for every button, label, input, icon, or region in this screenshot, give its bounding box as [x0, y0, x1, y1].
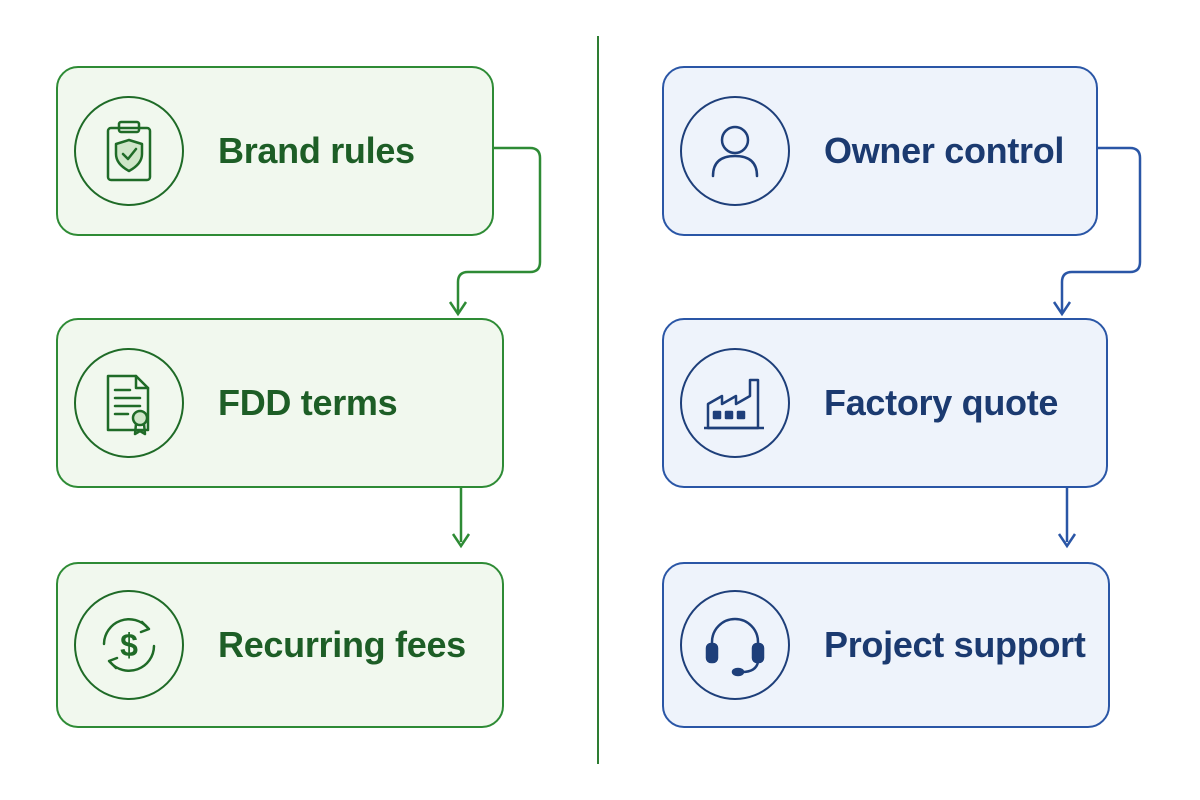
svg-text:$: $	[120, 627, 138, 663]
card-recurring-fees: $ Recurring fees	[56, 562, 504, 728]
card-label: Owner control	[824, 130, 1065, 171]
card-label: Project support	[824, 624, 1086, 665]
clipboard-shield-icon	[74, 96, 184, 206]
card-owner-control: Owner control	[662, 66, 1098, 236]
card-brand-rules: Brand rules	[56, 66, 494, 236]
card-factory-quote: Factory quote	[662, 318, 1108, 488]
left-connector-1	[456, 146, 542, 312]
dollar-cycle-icon: $	[74, 590, 184, 700]
right-connector-1	[1060, 146, 1142, 312]
card-label: FDD terms	[218, 382, 398, 423]
card-label: Brand rules	[218, 130, 415, 171]
card-project-support: Project support	[662, 562, 1110, 728]
right-arrowhead-1	[1052, 301, 1072, 317]
card-label: Factory quote	[824, 382, 1059, 423]
card-label: Recurring fees	[218, 624, 466, 665]
headset-icon	[680, 590, 790, 700]
factory-icon	[680, 348, 790, 458]
document-certificate-icon	[74, 348, 184, 458]
right-arrowhead-2	[1057, 533, 1077, 549]
card-fdd-terms: FDD terms	[56, 318, 504, 488]
left-arrowhead-2	[451, 533, 471, 549]
left-arrowhead-1	[448, 301, 468, 317]
column-divider	[597, 36, 599, 764]
person-icon	[680, 96, 790, 206]
